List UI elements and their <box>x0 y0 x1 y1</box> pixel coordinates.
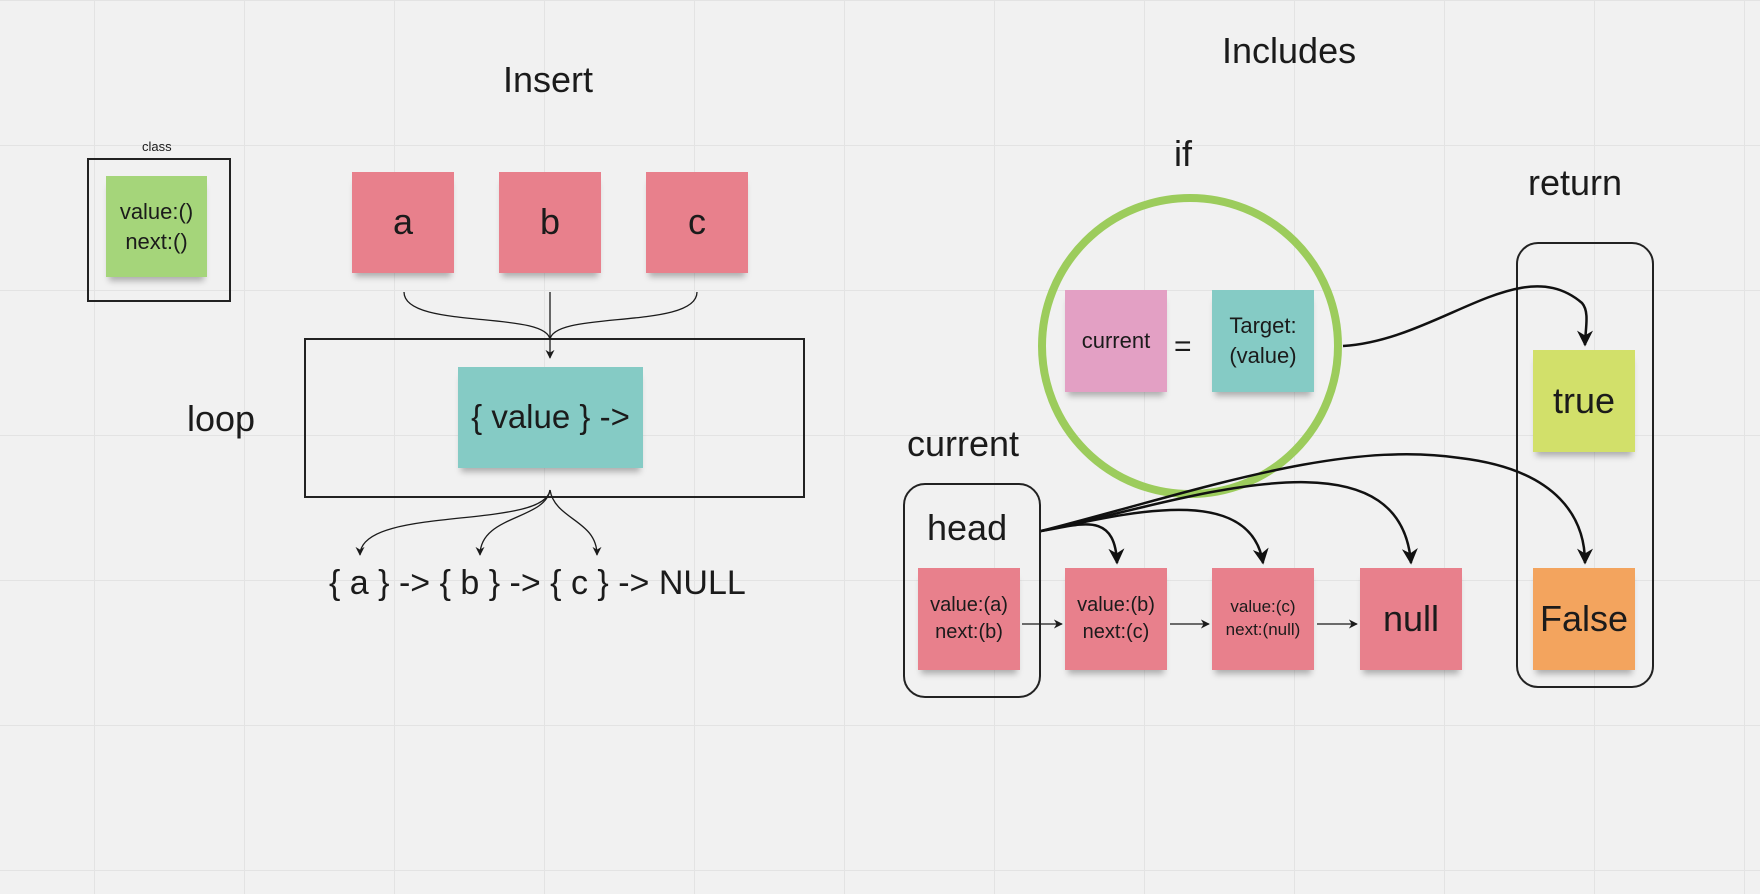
list-node-c-next: next:(null) <box>1225 620 1301 639</box>
class-note-next: next:() <box>125 228 188 254</box>
class-note-value: value:() <box>119 198 194 224</box>
target-note[interactable]: Target: (value) <box>1212 290 1314 392</box>
equals-sign: = <box>1174 330 1192 363</box>
list-node-b-next: next:(c) <box>1082 621 1150 643</box>
connector-head-to-null <box>1040 480 1418 565</box>
sticky-note-a[interactable]: a <box>352 172 454 273</box>
connector-loop-to-a <box>355 489 551 556</box>
list-node-b[interactable]: value:(b) next:(c) <box>1065 568 1167 670</box>
loop-label: loop <box>187 398 256 439</box>
class-caption: class <box>142 139 172 154</box>
connector-a-to-loop <box>403 291 551 341</box>
sticky-note-c[interactable]: c <box>646 172 748 273</box>
sticky-note-c-text: c <box>688 201 706 243</box>
list-node-b-value: value:(b) <box>1077 594 1155 616</box>
value-note-text: { value } -> <box>471 398 630 436</box>
null-note-text: null <box>1382 597 1440 639</box>
current-note-text: current <box>1081 328 1151 354</box>
list-node-a[interactable]: value:(a) next:(b) <box>918 568 1020 670</box>
head-frame[interactable] <box>903 483 1041 698</box>
sticky-note-b[interactable]: b <box>499 172 601 273</box>
current-note[interactable]: current <box>1065 290 1167 392</box>
false-note-text: False <box>1539 597 1629 639</box>
head-label: head <box>927 507 1008 548</box>
target-note-label: Target: <box>1229 313 1297 339</box>
insert-result-text: { a } -> { b } -> { c } -> NULL <box>329 564 746 602</box>
insert-title: Insert <box>503 59 594 100</box>
false-note[interactable]: False <box>1533 568 1635 670</box>
connector-head-to-false <box>1040 452 1593 565</box>
true-note-text: true <box>1552 379 1616 421</box>
return-label: return <box>1528 162 1623 203</box>
sticky-note-a-text: a <box>392 201 414 243</box>
connector-head-to-node-c <box>1040 508 1269 565</box>
null-note[interactable]: null <box>1360 568 1462 670</box>
connector-head-to-node-b <box>1040 523 1125 565</box>
includes-title: Includes <box>1222 30 1357 71</box>
connector-c-to-loop <box>549 291 698 341</box>
current-label: current <box>907 423 1020 464</box>
list-node-a-value: value:(a) <box>930 594 1008 616</box>
list-node-c-value: value:(c) <box>1230 597 1296 617</box>
connector-loop-to-c <box>549 489 602 556</box>
connector-loop-to-b <box>475 489 551 556</box>
target-note-value: (value) <box>1229 343 1297 368</box>
value-note[interactable]: { value } -> <box>458 367 643 468</box>
list-node-c[interactable]: value:(c) next:(null) <box>1212 568 1314 670</box>
list-node-a-next: next:(b) <box>935 621 1003 643</box>
class-note[interactable]: value:() next:() <box>106 176 207 277</box>
class-frame[interactable] <box>87 158 231 302</box>
if-label: if <box>1174 133 1192 174</box>
true-note[interactable]: true <box>1533 350 1635 452</box>
sticky-note-b-text: b <box>539 201 561 243</box>
